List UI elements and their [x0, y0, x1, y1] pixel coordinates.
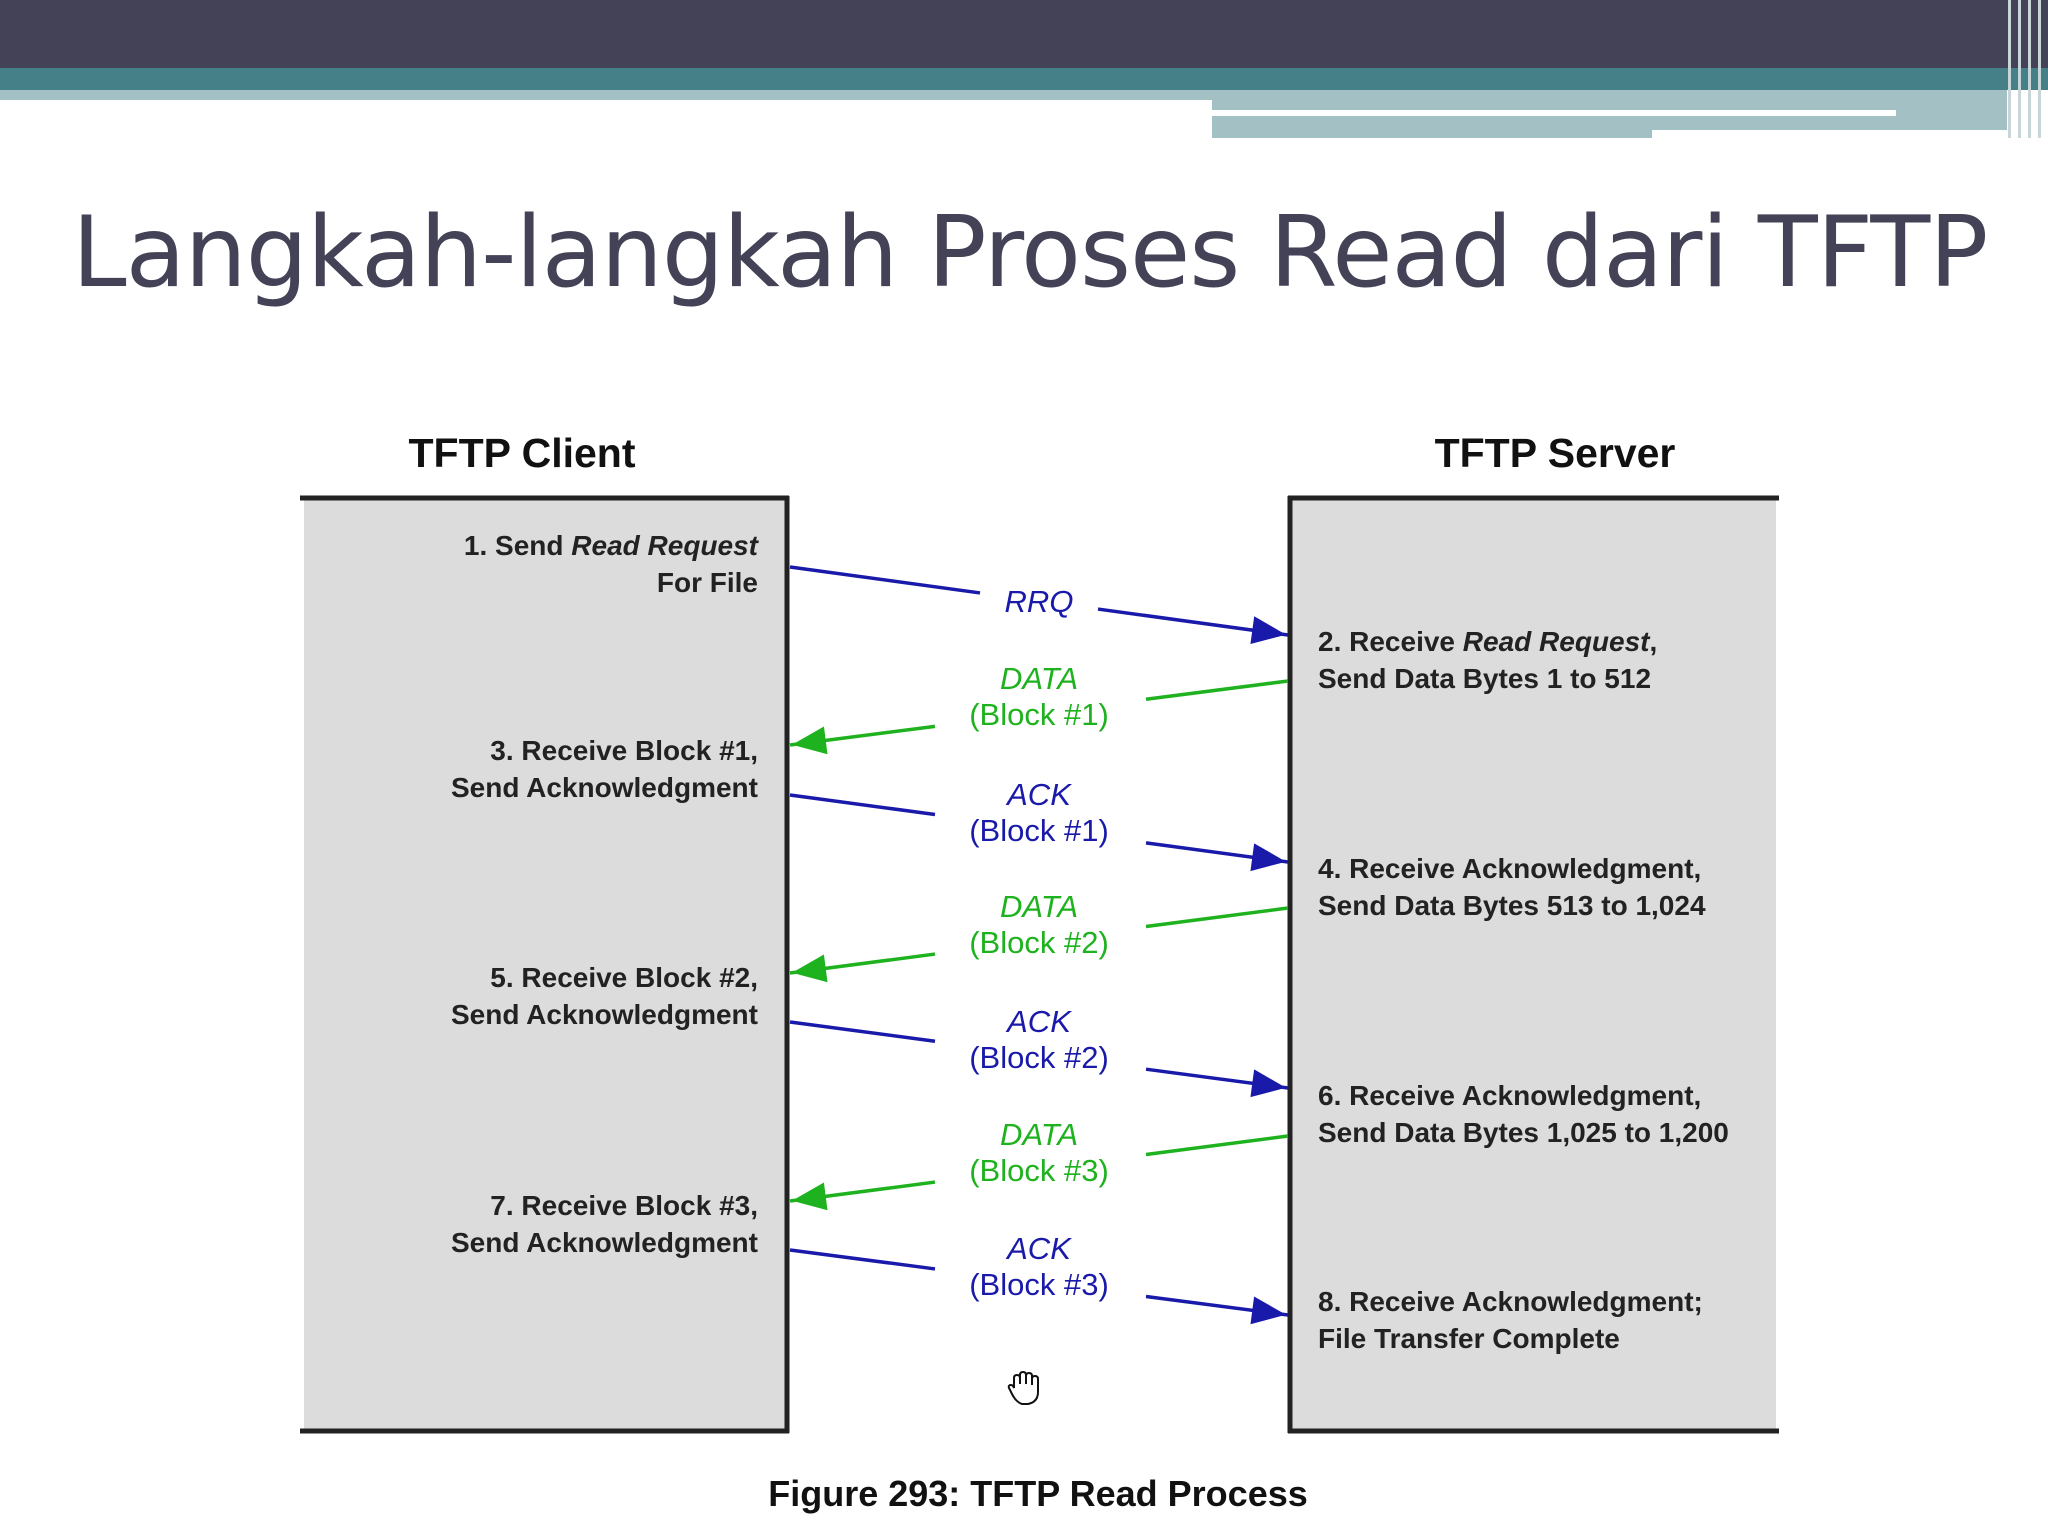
message-4-label: DATA — [1000, 889, 1078, 924]
message-2-arrowhead — [792, 726, 828, 755]
message-7-line-left — [789, 1248, 936, 1271]
client-box — [304, 498, 787, 1431]
server-step-3-line-1: 6. Receive Acknowledgment, — [1318, 1080, 1701, 1111]
server-step-1-line-2: Send Data Bytes 1 to 512 — [1318, 663, 1651, 694]
message-5-sublabel: (Block #2) — [969, 1040, 1109, 1075]
message-5-arrowhead — [1250, 1069, 1286, 1098]
client-step-3-line-2: Send Acknowledgment — [451, 999, 758, 1030]
server-step-2-line-1: 4. Receive Acknowledgment, — [1318, 853, 1701, 884]
message-3-line-left — [789, 793, 936, 817]
message-2-line-right — [1145, 679, 1289, 701]
message-4-arrowhead — [792, 954, 828, 983]
message-5-line-left — [789, 1020, 936, 1043]
server-step-4-line-1: 8. Receive Acknowledgment; — [1318, 1286, 1703, 1317]
message-6-label: DATA — [1000, 1117, 1078, 1152]
top-banner — [0, 0, 2048, 68]
message-4-sublabel: (Block #2) — [969, 925, 1109, 960]
server-steps: 2. Receive Read Request, Send Data Bytes … — [1318, 626, 1729, 1354]
client-step-1-line-2: For File — [657, 567, 758, 598]
message-2-label: DATA — [1000, 661, 1078, 696]
client-step-1-line-1: 1. Send Read Request — [464, 530, 760, 561]
client-step-2-line-2: Send Acknowledgment — [451, 772, 758, 803]
message-3-label: ACK — [1005, 777, 1072, 812]
client-heading: TFTP Client — [408, 430, 635, 476]
server-step-3-line-2: Send Data Bytes 1,025 to 1,200 — [1318, 1117, 1729, 1148]
message-4-line-right — [1145, 906, 1289, 929]
message-1-line-left — [789, 565, 981, 595]
client-step-2-line-1: 3. Receive Block #1, — [490, 735, 758, 766]
accent-line-short — [1652, 130, 2012, 138]
client-step-4-line-2: Send Acknowledgment — [451, 1227, 758, 1258]
message-6-arrowhead — [792, 1182, 828, 1211]
corner-stripes — [2004, 0, 2048, 138]
message-7-label: ACK — [1005, 1231, 1072, 1266]
message-3-sublabel: (Block #1) — [969, 813, 1109, 848]
server-box — [1290, 498, 1776, 1431]
figure-caption: Figure 293: TFTP Read Process — [768, 1473, 1308, 1514]
message-7-arrowhead — [1250, 1296, 1286, 1325]
client-step-3-line-1: 5. Receive Block #2, — [490, 962, 758, 993]
message-3-arrowhead — [1250, 843, 1286, 872]
message-5-label: ACK — [1005, 1004, 1072, 1039]
message-6-sublabel: (Block #3) — [969, 1153, 1109, 1188]
client-step-4-line-1: 7. Receive Block #3, — [490, 1190, 758, 1221]
slide-title: Langkah-langkah Proses Read dari TFTP — [72, 196, 1988, 310]
message-1-arrowhead — [1250, 616, 1286, 644]
hand-cursor-icon — [1007, 1370, 1039, 1405]
accent-line — [1212, 110, 1896, 116]
server-step-4-line-2: File Transfer Complete — [1318, 1323, 1620, 1354]
accent-stripe-left — [0, 90, 1212, 100]
accent-band — [0, 68, 2048, 90]
message-7-sublabel: (Block #3) — [969, 1267, 1109, 1302]
message-1-label: RRQ — [1005, 584, 1074, 619]
server-heading: TFTP Server — [1435, 430, 1676, 476]
server-step-1-line-1: 2. Receive Read Request, — [1318, 626, 1657, 657]
message-6-line-right — [1145, 1134, 1289, 1157]
server-step-2-line-2: Send Data Bytes 513 to 1,024 — [1318, 890, 1706, 921]
message-2-sublabel: (Block #1) — [969, 697, 1109, 732]
